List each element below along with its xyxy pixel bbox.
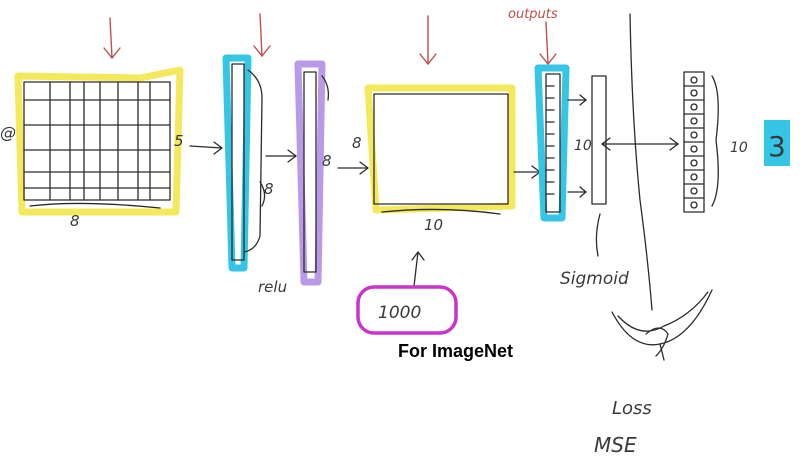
- loss-funnel: [611, 289, 713, 361]
- imagenet-caption: For ImageNet: [398, 341, 514, 361]
- imagenet-count-label: 1000: [378, 303, 421, 323]
- sigmoid-pointer: [595, 213, 601, 257]
- red-arrow-4: [539, 21, 557, 66]
- arrows-outputs-to-sigmoid: [567, 94, 587, 198]
- double-arrow: [601, 137, 679, 151]
- red-arrow-2: [253, 13, 271, 58]
- outputs-column: [534, 64, 570, 222]
- final-dim-label: 10: [730, 140, 748, 156]
- input-grid-block: [14, 66, 184, 216]
- vertical-divider: [629, 13, 653, 311]
- mse-label: MSE: [594, 433, 637, 457]
- class-label-highlight: [764, 120, 790, 166]
- arrow-col2-to-box: [337, 161, 369, 175]
- out-dim-label: 10: [574, 138, 592, 154]
- red-arrow-1: [103, 17, 121, 60]
- sigmoid-column: [591, 75, 607, 205]
- arrow-box-to-outputs: [513, 165, 541, 179]
- sigmoid-label: Sigmoid: [560, 269, 629, 289]
- col2-dim-label: 8: [322, 152, 332, 170]
- imagenet-highlight-box: [356, 285, 458, 335]
- col1-dim-label: 8: [264, 180, 274, 198]
- first-block-dim-label: 8: [70, 212, 80, 230]
- box-bottom-label: 10: [424, 216, 443, 234]
- class-label: 3: [768, 130, 786, 163]
- box-side-label: 8: [352, 134, 362, 152]
- hidden-block: [364, 84, 516, 215]
- dense-column-2: [294, 60, 330, 286]
- relu-label: relu: [258, 278, 287, 296]
- arrow-col1-to-col2: [265, 149, 297, 163]
- left-edge-label: @: [0, 123, 16, 142]
- target-column: [683, 71, 719, 213]
- first-block-side-label: 5: [174, 132, 184, 150]
- loss-label: Loss: [612, 398, 652, 419]
- red-arrow-3: [419, 15, 437, 66]
- arrow-1000-to-box: [411, 251, 425, 287]
- dense-column-1: [222, 54, 266, 272]
- arrow-block-to-col1: [189, 141, 223, 155]
- outputs-label: outputs: [508, 7, 558, 22]
